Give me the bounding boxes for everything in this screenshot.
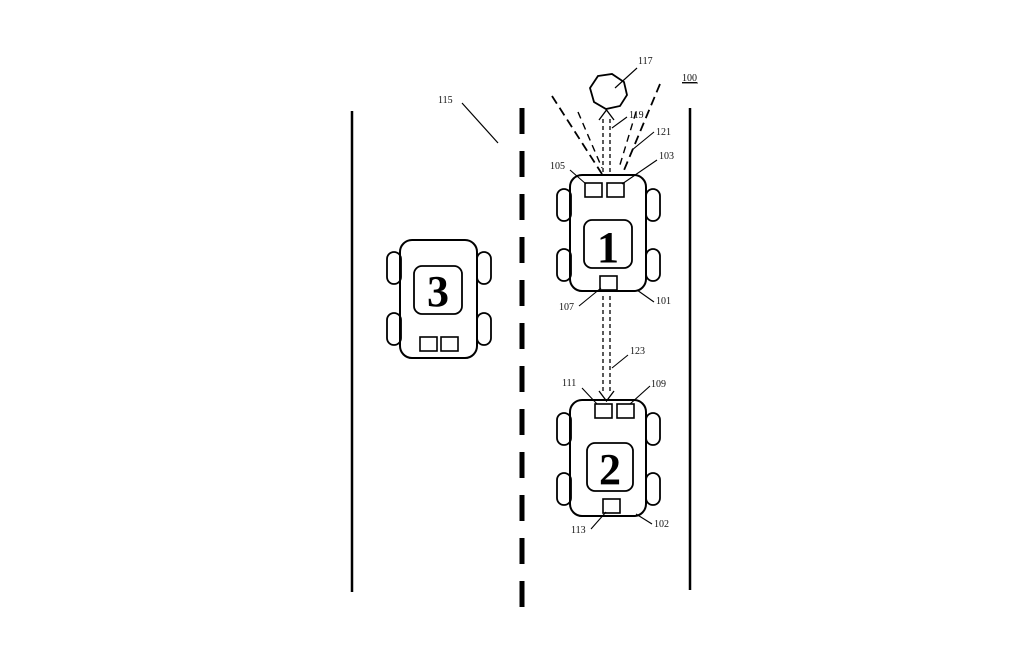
vehicle-1-wheel-fl [557, 189, 571, 221]
vehicle-2-rear-unit [603, 499, 620, 513]
vehicle-2-sensor-left-leader [582, 388, 597, 404]
vehicle-2-number: 2 [599, 445, 621, 494]
vehicle-3: 3 [387, 240, 491, 358]
sensor-field-label: 121 [656, 127, 671, 138]
figure-number: 100 [682, 73, 697, 84]
vehicle-3-number: 3 [427, 267, 449, 316]
vehicle-3-wheel-rl [387, 313, 401, 345]
signal-123-label: 123 [630, 346, 645, 357]
vehicle-2-wheel-rl [557, 473, 571, 505]
signal-123-label-leader [612, 355, 628, 368]
vehicle-2-wheel-fl [557, 413, 571, 445]
signal-119-label-leader [612, 117, 627, 128]
vehicle-3-wheel-fl [387, 252, 401, 284]
road-label-leader [462, 103, 498, 143]
vehicle-2-rear-unit-label: 113 [571, 525, 586, 536]
vehicle-1-wheel-fr [646, 189, 660, 221]
vehicle-1-sensor-left-leader [570, 170, 586, 184]
vehicle-1-body-label: 101 [656, 296, 671, 307]
sensor-field-inner-left [578, 112, 602, 168]
vehicle-1-number: 1 [597, 223, 619, 272]
signal-119-label: 119 [629, 110, 644, 121]
vehicle-1-rear-unit-label: 107 [559, 302, 574, 313]
vehicle-1-sensor-left [585, 183, 602, 197]
vehicle-2-rear-unit-leader [591, 512, 606, 529]
vehicle-3-wheel-fr [477, 252, 491, 284]
vehicle-2-sensor-left-label: 111 [562, 378, 576, 389]
vehicle-2-wheel-rr [646, 473, 660, 505]
vehicle-2: 2 [557, 400, 660, 516]
obstacle-octagon [590, 74, 627, 109]
vehicle-2-wheel-fr [646, 413, 660, 445]
vehicle-2-sensor-right-label: 109 [651, 379, 666, 390]
vehicle-1-sensor-left-label: 105 [550, 161, 565, 172]
vehicle-1: 1 [557, 175, 660, 291]
vehicle-2-body-label: 102 [654, 519, 669, 530]
vehicle-2-sensor-left [595, 404, 612, 418]
vehicle-3-rear-unit-left [420, 337, 437, 351]
vehicle-3-wheel-rr [477, 313, 491, 345]
signal-119-arrowhead [599, 110, 614, 120]
vehicle-1-body-leader [637, 290, 654, 302]
vehicle-3-rear-unit-right [441, 337, 458, 351]
vehicle-1-wheel-rl [557, 249, 571, 281]
vehicle-2-body-leader [636, 514, 652, 524]
vehicle-1-sensor-right [607, 183, 624, 197]
vehicle-2-sensor-right [617, 404, 634, 418]
vehicle-1-sensor-right-label: 103 [659, 151, 674, 162]
obstacle-label: 117 [638, 56, 653, 67]
vehicle-1-rear-unit [600, 276, 617, 290]
road-label: 115 [438, 95, 453, 106]
vehicle-1-wheel-rr [646, 249, 660, 281]
